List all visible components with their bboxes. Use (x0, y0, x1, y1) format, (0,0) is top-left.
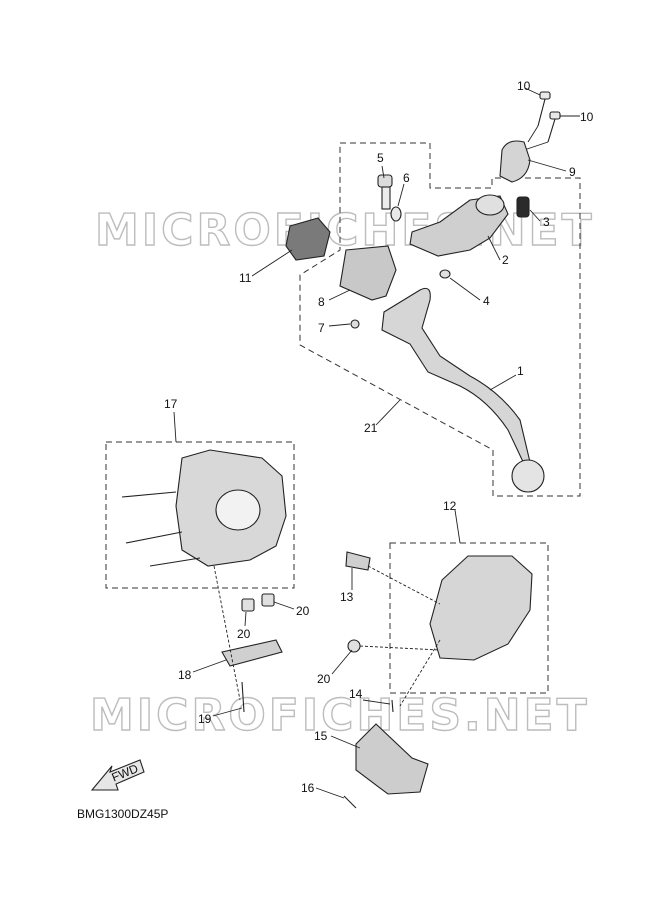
cover-13 (345, 551, 371, 571)
screw-19 (241, 681, 245, 713)
callout-12: 12 (443, 499, 457, 513)
switch-housing-12 (429, 555, 533, 661)
callout-2: 2 (502, 253, 509, 267)
callout-7: 7 (318, 321, 325, 335)
callout-17: 17 (164, 397, 178, 411)
diagram-code: BMG1300DZ45P (77, 807, 168, 821)
group-12-boundary (389, 542, 549, 694)
screw-14 (391, 699, 394, 713)
callout-19: 19 (198, 712, 212, 726)
callout-11: 11 (239, 271, 252, 285)
callout-20c: 20 (317, 672, 331, 686)
clip-20c (347, 639, 361, 653)
bracket-15 (355, 723, 429, 795)
callout-18: 18 (178, 668, 192, 682)
callout-20b: 20 (296, 604, 310, 618)
callout-5: 5 (377, 151, 384, 165)
watermark-bottom: MICROFICHES.NET (90, 690, 590, 741)
callout-9: 9 (569, 165, 576, 179)
group-17-boundary (105, 441, 295, 589)
callout-6: 6 (403, 171, 410, 185)
switch-8 (339, 245, 397, 301)
pivot-bolt-5 (377, 174, 393, 210)
nut-4 (439, 269, 451, 279)
callout-3: 3 (543, 215, 550, 229)
callout-14: 14 (349, 687, 363, 701)
screw-16 (343, 795, 357, 809)
callout-4: 4 (483, 294, 490, 308)
callout-10b: 10 (580, 110, 594, 124)
clamp-9 (499, 140, 531, 183)
bolt-10b (547, 111, 561, 143)
callout-15: 15 (314, 729, 328, 743)
svg-text:FWD: FWD (110, 761, 141, 784)
screw-7 (350, 319, 360, 329)
brake-lever-1 (381, 287, 532, 469)
callout-10a: 10 (517, 79, 531, 93)
screws-17 (121, 491, 201, 567)
boot-11 (285, 217, 331, 261)
callout-13: 13 (340, 590, 354, 604)
callout-16: 16 (301, 781, 315, 795)
cap-3 (516, 196, 530, 218)
watermark-top: MICROFICHES.NET (95, 205, 595, 256)
clip-20a (241, 598, 255, 612)
callout-20a: 20 (237, 627, 251, 641)
group-21-boundary (299, 142, 581, 497)
clip-20b (261, 593, 275, 607)
bracket-18 (221, 639, 283, 667)
callout-1: 1 (517, 364, 524, 378)
callout-8: 8 (318, 295, 325, 309)
callout-21: 21 (364, 421, 378, 435)
bolt-10a (537, 91, 551, 127)
fwd-arrow: FWD (90, 759, 145, 791)
washer-6 (390, 206, 402, 222)
